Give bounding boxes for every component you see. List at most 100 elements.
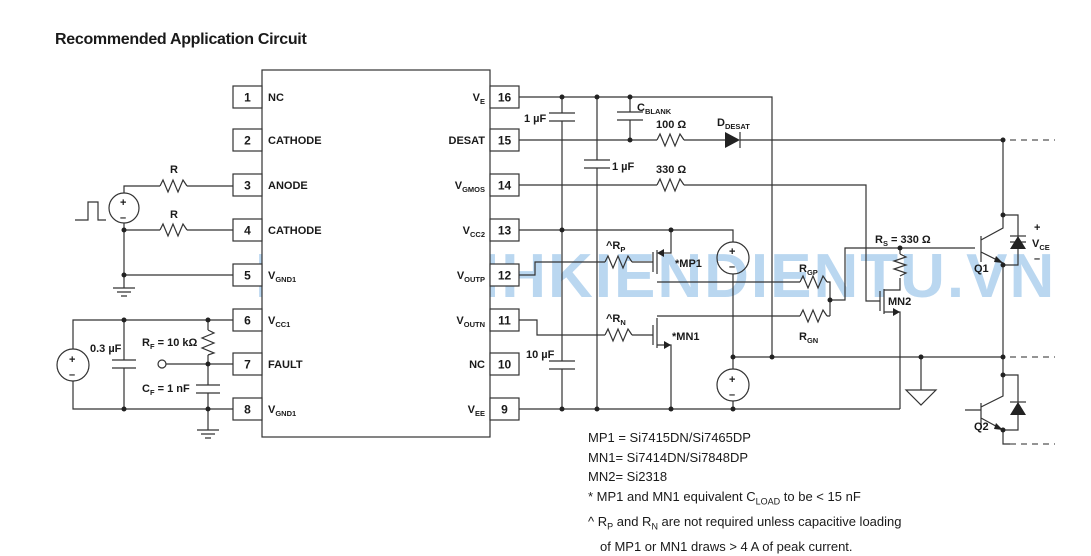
- resistor-anode-label: R: [170, 164, 178, 176]
- pin-label: VEE: [468, 404, 485, 418]
- mp1-arrow: [657, 249, 664, 257]
- resistor-rgn: [799, 308, 828, 324]
- vce-label: VCE: [1032, 238, 1050, 252]
- mn1-arrow: [664, 341, 671, 349]
- resistor-330ohm-label: 330 Ω: [656, 164, 686, 176]
- pin-label: CATHODE: [268, 225, 322, 237]
- igbt-q2-label: Q2: [974, 421, 989, 433]
- ground-icon: [113, 287, 135, 297]
- note-rp-rn: ^ RP and RN are not required unless capa…: [588, 513, 902, 532]
- resistor-rs-label: RS = 330 Ω: [875, 234, 931, 248]
- resistor-rp: [604, 254, 633, 270]
- capacitor-1uF-b-label: 1 µF: [612, 161, 635, 173]
- pin-label: DESAT: [449, 135, 486, 147]
- mp1-label: *MP1: [675, 258, 702, 270]
- page-title: Recommended Application Circuit: [55, 31, 307, 48]
- resistor-cathode: [159, 222, 188, 238]
- pin-label: VCC1: [268, 315, 290, 329]
- source-minus: –: [69, 369, 75, 381]
- output-section: 1 µF 1 µF 10 µF CBLANK 100 Ω DDESAT 330 …: [519, 94, 1055, 445]
- capacitor-cf-label: CF = 1 nF: [142, 383, 190, 397]
- pin-label: NC: [469, 359, 485, 371]
- ground-icon: [904, 389, 938, 406]
- resistor-rgp: [799, 274, 828, 290]
- ground-icon: [197, 429, 219, 439]
- source-plus: +: [69, 354, 75, 366]
- pin-number: 8: [244, 403, 251, 417]
- pin-label: VGND1: [268, 404, 296, 418]
- pin-number: 6: [244, 314, 251, 328]
- ic-pin-15: 15 DESAT: [449, 128, 520, 152]
- q2-emitter-arrow: [994, 423, 1003, 430]
- pin-label: VOUTN: [456, 315, 485, 329]
- ic-body: [261, 69, 491, 438]
- note-mn2: MN2= Si2318: [588, 469, 668, 484]
- resistor-cathode-label: R: [170, 209, 178, 221]
- resistor-rs: [892, 253, 908, 277]
- source-plus: +: [120, 197, 126, 209]
- q1-emitter-arrow: [994, 256, 1003, 263]
- resistor-rf-label: RF = 10 kΩ: [142, 337, 197, 351]
- pin-number: 3: [244, 179, 251, 193]
- pin-number: 1: [244, 91, 251, 105]
- vee-voltage-source: [716, 368, 750, 402]
- resistor-100ohm: [656, 132, 685, 148]
- capacitor-10uF: [549, 360, 575, 370]
- component-notes: MP1 = Si7415DN/Si7465DP MN1= Si7414DN/Si…: [588, 428, 901, 556]
- diode-desat-label: DDESAT: [717, 117, 750, 131]
- resistor-100ohm-label: 100 Ω: [656, 119, 686, 131]
- q2-freewheel-diode: [1010, 402, 1026, 415]
- mn2-label: MN2: [888, 296, 911, 308]
- pin-label: VE: [473, 92, 485, 106]
- vcc1-voltage-source: [56, 348, 90, 382]
- input-section: + – R R + – 0.3 µF RF = 10 kΩ CF = 1 nF: [56, 164, 233, 439]
- fault-output-terminal: [157, 359, 167, 369]
- diode-desat: [725, 132, 740, 148]
- capacitor-1uF-a-label: 1 µF: [524, 113, 547, 125]
- resistor-rgn-label: RGN: [799, 331, 818, 345]
- pin-number: 9: [501, 403, 508, 417]
- pin-number: 7: [244, 358, 251, 372]
- ic-pin-14: 14 VGMOS: [455, 173, 520, 197]
- source-minus: –: [729, 261, 735, 273]
- capacitor-cblank: [617, 111, 643, 121]
- note-mn1: MN1= Si7414DN/Si7848DP: [588, 449, 749, 465]
- resistor-rgp-label: RGP: [799, 263, 818, 277]
- vce-plus: +: [1034, 222, 1040, 234]
- capacitor-10uF-label: 10 µF: [526, 349, 555, 361]
- note-peak-current: of MP1 or MN1 draws > 4 A of peak curren…: [600, 538, 853, 554]
- pin-label: VGND1: [268, 270, 296, 284]
- ic-pin-9: 9 VEE: [468, 397, 520, 421]
- pin-number: 11: [498, 314, 511, 328]
- pin-label: FAULT: [268, 359, 303, 371]
- vcc2-voltage-source: [716, 241, 750, 275]
- pulse-waveform-icon: [75, 201, 106, 221]
- pin-number: 14: [498, 179, 512, 193]
- ic-pin-10: 10 NC: [469, 352, 520, 376]
- ic-pin-7: 7 FAULT: [232, 352, 303, 376]
- capacitor-1uF-b: [584, 159, 610, 169]
- pin-number: 10: [498, 358, 512, 372]
- pin-label: VGMOS: [455, 180, 485, 194]
- note-cload: * MP1 and MN1 equivalent CLOAD to be < 1…: [588, 488, 861, 507]
- igbt-q1-label: Q1: [974, 263, 989, 275]
- note-mp1: MP1 = Si7415DN/Si7465DP: [588, 430, 751, 445]
- pin-number: 12: [498, 269, 512, 283]
- capacitor-0.3uF: [112, 359, 136, 369]
- source-minus: –: [729, 389, 735, 401]
- resistor-rn-label: ^RN: [606, 313, 626, 327]
- source-plus: +: [729, 374, 735, 386]
- pin-number: 2: [244, 134, 251, 148]
- pin-number: 15: [498, 134, 512, 148]
- resistor-rp-label: ^RP: [606, 240, 625, 254]
- mn2-arrow: [893, 308, 900, 316]
